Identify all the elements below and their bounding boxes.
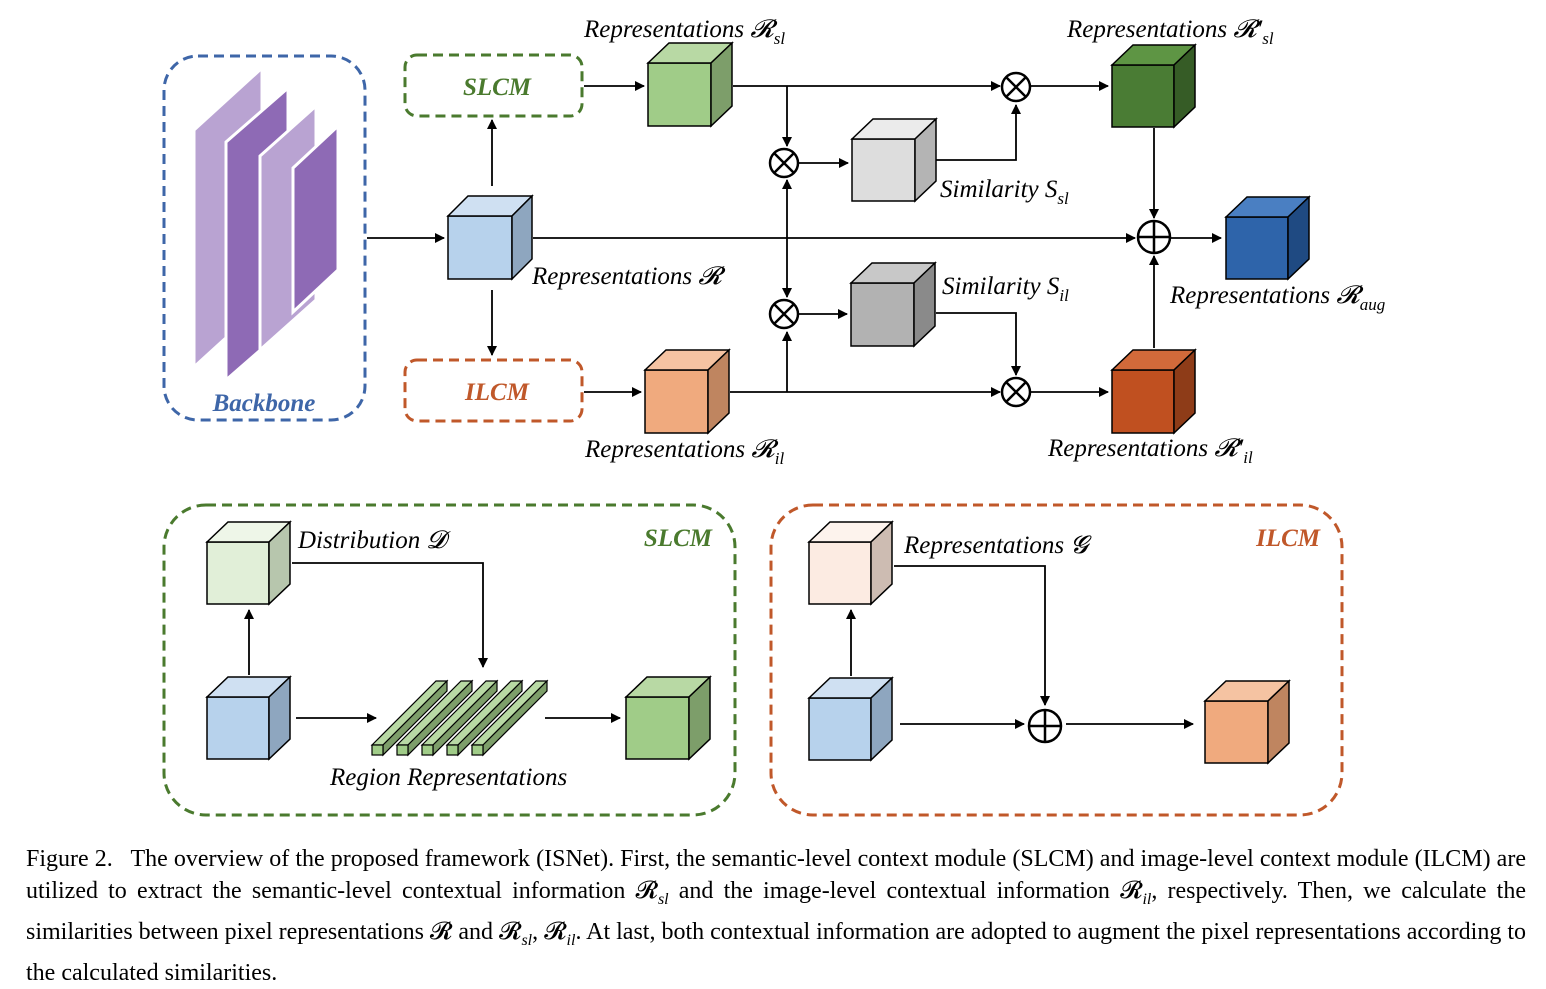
label-representations-g: Representations 𝓖 [903,532,1092,559]
ilcm-detail-box [769,503,1344,817]
top-connectors [367,81,1222,397]
multiply-op-upper-right [1000,71,1032,103]
cube-representations-raug [1224,195,1311,281]
add-op-center [1136,219,1172,255]
caption-sub-il-2: il [566,931,576,949]
caption-sub-il: il [1142,890,1152,908]
slcm-module-box [403,53,584,118]
add-op-ilcm [1027,708,1063,744]
cube-slcm-input [205,675,292,761]
caption-text-2: and the image-level contextual informati… [668,878,1143,904]
region-representation-bars [370,679,549,757]
cube-representations-ril [643,348,731,435]
cube-similarity-ssl [850,117,938,203]
cube-representations-rsl [646,41,734,128]
cube-representations-rsl-prime [1110,43,1197,129]
ilcm-module-label: ILCM [464,379,530,406]
label-similarity-il: Similarity Sil [942,273,1069,305]
label-r-il: Representations 𝓡il [584,436,784,468]
label-distribution: Distribution 𝓓 [297,527,451,554]
caption-figure-number: Figure 2. [26,846,113,872]
label-r-il-prime: Representations 𝓡′il [1047,435,1253,467]
slcm-detail-title: SLCM [644,525,713,552]
cube-representations-g [807,520,894,606]
backbone-layers [192,64,340,384]
isnet-framework-diagram: Backbone SLCM ILCM [162,16,1385,817]
ilcm-detail-connectors [846,565,1194,729]
slcm-module-label: SLCM [463,74,532,101]
multiply-op-lower-left [768,298,800,330]
multiply-op-lower-right [1000,376,1032,408]
label-similarity-sl: Similarity Ssl [940,176,1069,208]
cube-representations-r [446,194,534,281]
caption-text-1: The overview of the proposed framework (… [26,846,1526,904]
multiply-op-upper-left [768,147,800,179]
caption-text-3: , respectively. Then, we calculate the s… [26,878,1526,945]
cube-ilcm-output [1203,679,1291,765]
label-r-sl: Representations 𝓡sl [583,16,785,48]
slcm-detail-box [162,503,737,817]
ilcm-module-box [403,358,584,423]
caption-sub-sl: sl [657,890,669,908]
slcm-detail-connectors [244,562,621,723]
label-r-sl-prime: Representations 𝓡′sl [1066,16,1274,48]
ilcm-detail-title: ILCM [1255,525,1321,552]
backbone-box [162,54,367,422]
backbone-label: Backbone [212,390,316,417]
figure-caption: Figure 2. The overview of the proposed f… [26,843,1526,989]
cube-similarity-sil [849,261,937,348]
label-r: Representations 𝓡 [531,263,726,290]
cube-ilcm-input [807,676,894,762]
caption-sub-sl-2: sl [521,931,533,949]
label-r-aug: Representations 𝓡aug [1169,282,1385,314]
cube-distribution [205,520,292,606]
cube-representations-ril-prime [1110,348,1197,435]
caption-text-4: , 𝓡 [532,918,567,945]
cube-slcm-output [624,675,712,761]
label-region-representations: Region Representations [329,764,567,791]
